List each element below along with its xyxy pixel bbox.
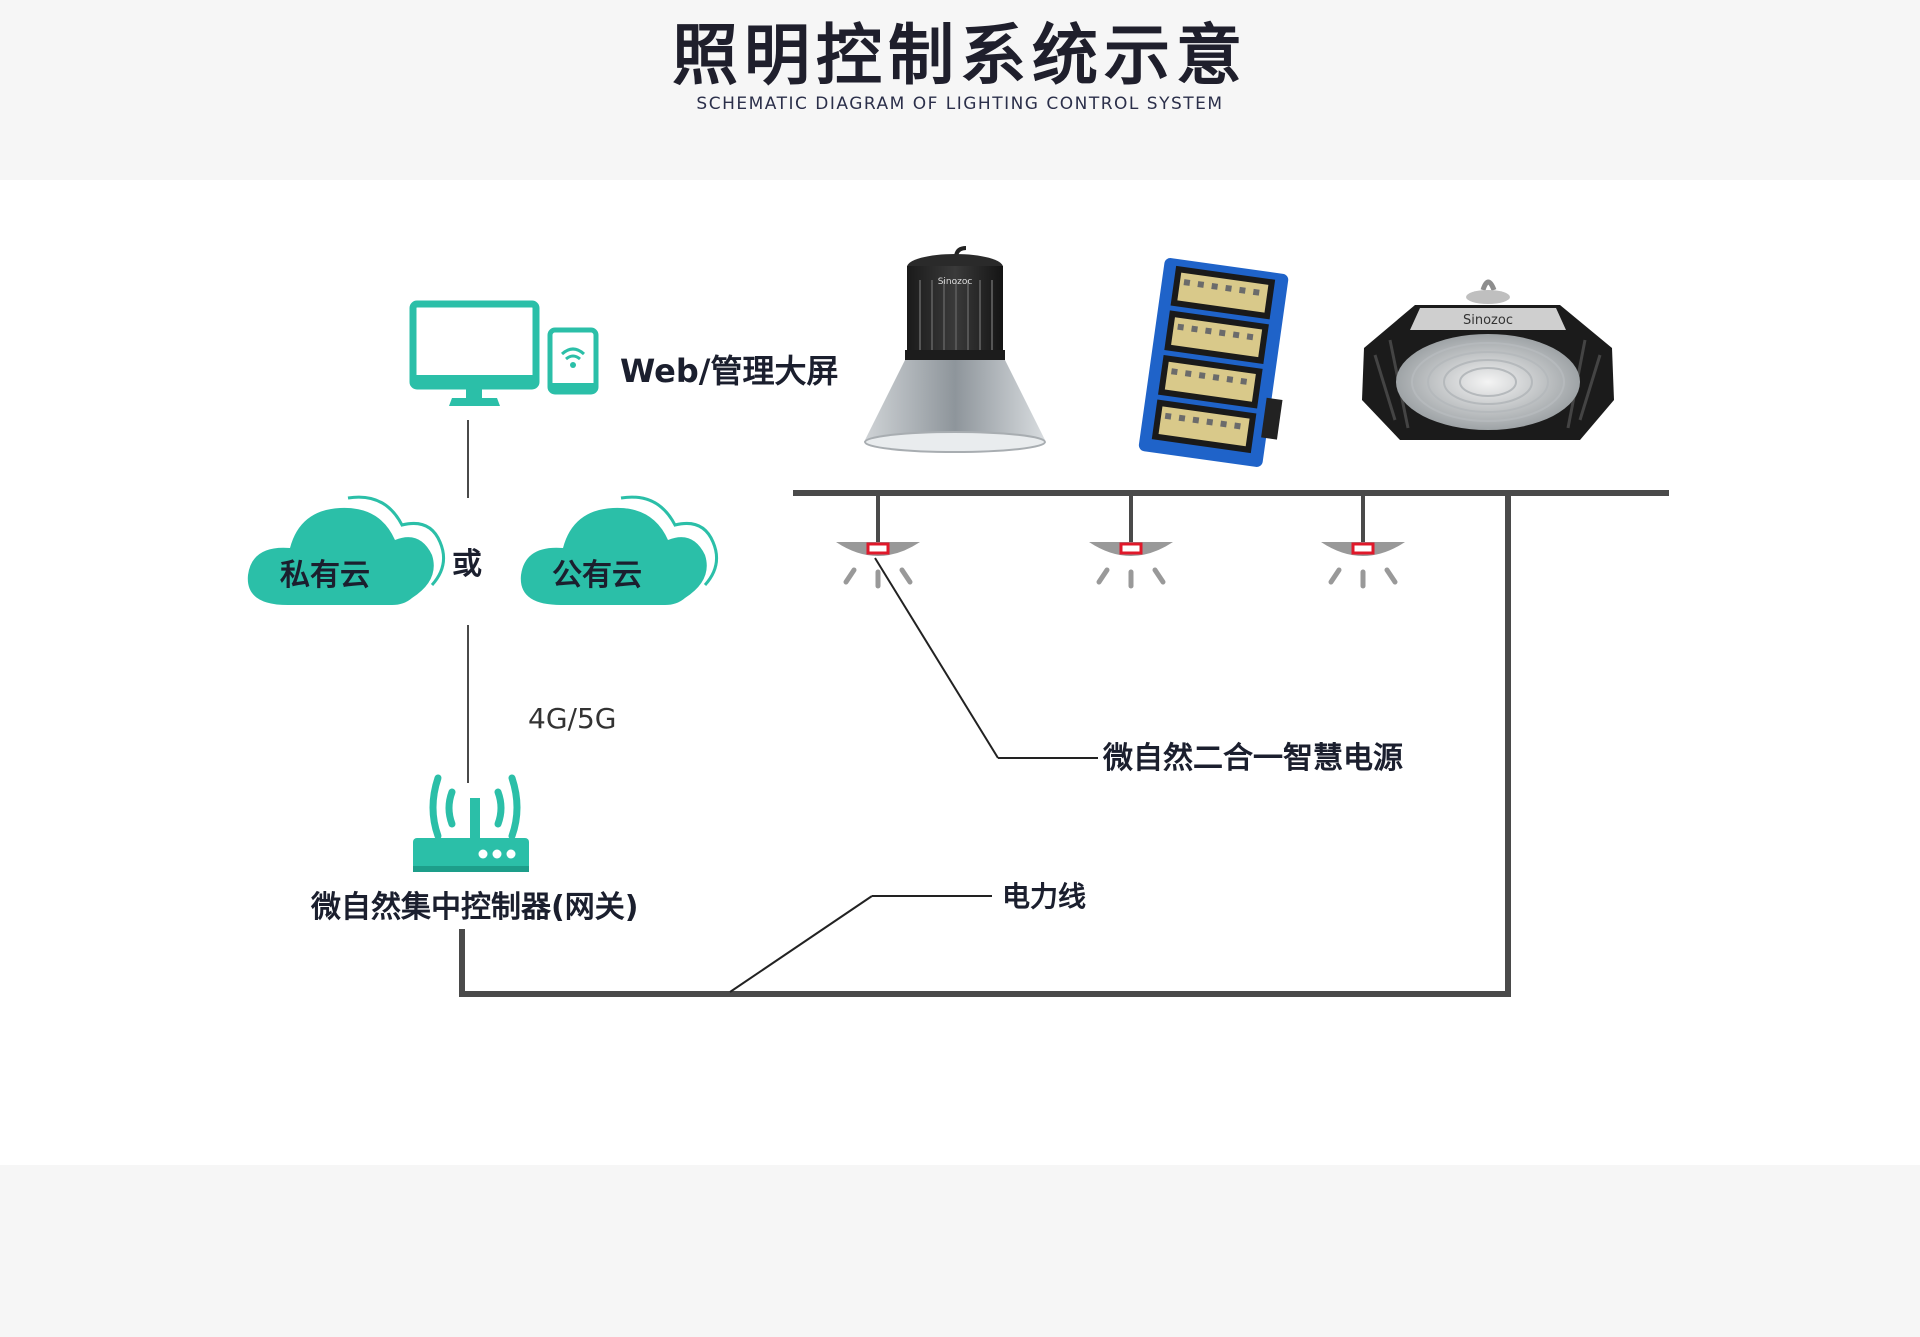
tablet-wifi-icon (547, 327, 599, 395)
smart-driver-icon (836, 496, 920, 589)
wireless-router-icon (413, 774, 529, 872)
page-subtitle: SCHEMATIC DIAGRAM OF LIGHTING CONTROL SY… (696, 94, 1224, 114)
web-screen-label: Web/管理大屏 (620, 352, 838, 390)
page-title: 照明控制系统示意 (672, 17, 1248, 94)
page-header: 照明控制系统示意 SCHEMATIC DIAGRAM OF LIGHTING C… (0, 0, 1920, 180)
driver-label: 微自然二合一智慧电源 (1102, 741, 1403, 776)
diagram-svg: Web/管理大屏 私有云 或 公有云 4G/5G (247, 246, 1669, 997)
page-footer (0, 1165, 1920, 1337)
powerline-pointer (729, 895, 873, 993)
monitor-icon (409, 300, 540, 406)
cloud-icon (520, 495, 719, 605)
diagram-canvas: Web/管理大屏 私有云 或 公有云 4G/5G (0, 180, 1920, 1165)
gateway-label: 微自然集中控制器(网关) (310, 890, 638, 925)
power-line (459, 490, 1669, 997)
private-cloud-label: 私有云 (280, 558, 370, 593)
powerline-label: 电力线 (1002, 880, 1086, 913)
highbay-lamp-icon: Sinozoc (864, 246, 1046, 453)
lamp-brand-label: Sinozoc (1463, 313, 1513, 328)
lamp-brand-label: Sinozoc (938, 277, 973, 287)
cloud-icon (247, 495, 446, 607)
ufo-highbay-icon: Sinozoc (1362, 279, 1614, 440)
or-label: 或 (452, 547, 482, 582)
smart-driver-icon (1321, 496, 1405, 589)
floodlight-icon (1138, 258, 1289, 467)
network-label: 4G/5G (528, 702, 616, 735)
public-cloud-label: 公有云 (552, 558, 642, 593)
driver-pointer (874, 557, 999, 759)
smart-driver-icon (1089, 496, 1173, 589)
